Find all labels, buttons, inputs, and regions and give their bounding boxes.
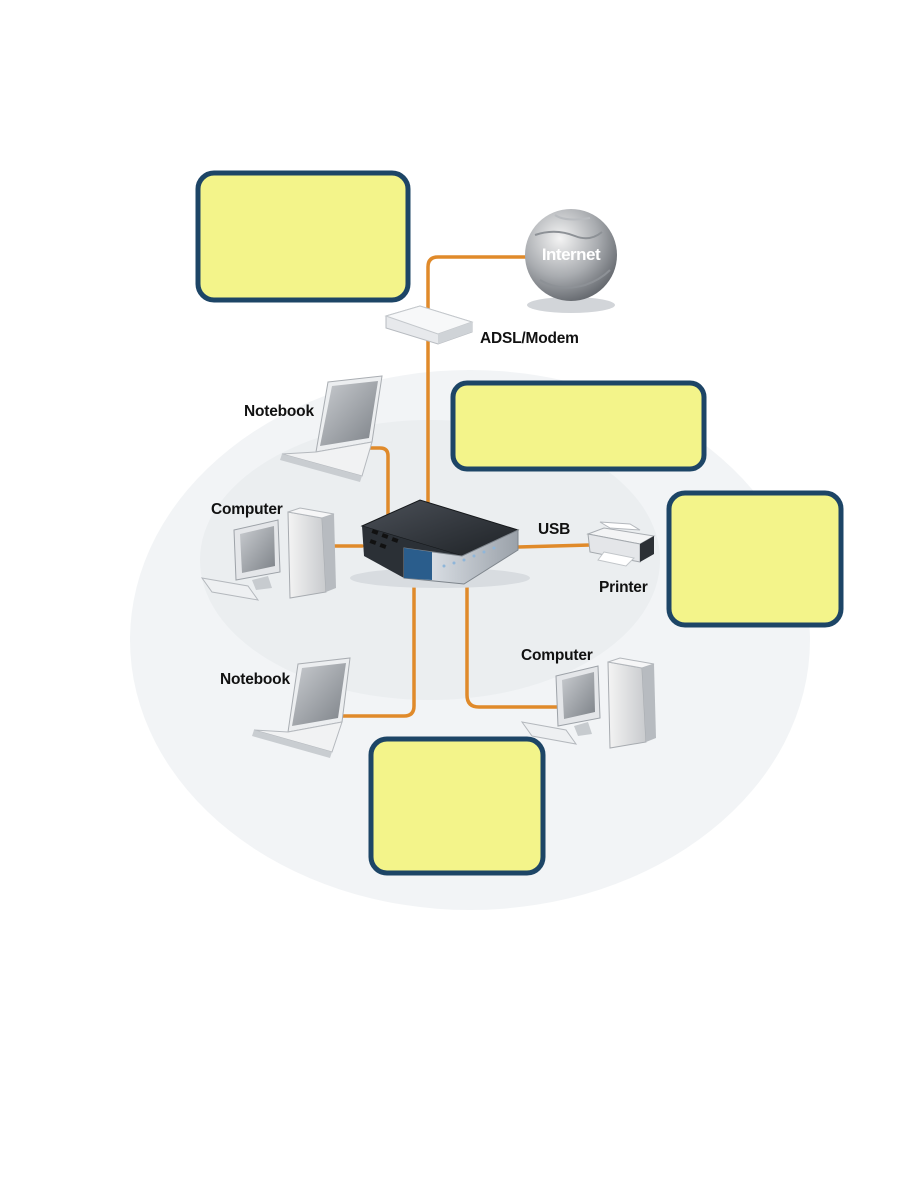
notebook-top-icon bbox=[280, 375, 383, 482]
computer-left-label: Computer bbox=[211, 501, 283, 518]
printer-icon bbox=[586, 521, 656, 567]
modem-label: ADSL/Modem bbox=[480, 330, 579, 347]
computer-bottom-icon bbox=[520, 657, 656, 749]
cable-usb-printer bbox=[516, 543, 592, 549]
internet-globe-icon: Internet bbox=[525, 209, 617, 313]
cable-notebook-top bbox=[368, 446, 390, 520]
callout-bottom bbox=[368, 736, 546, 876]
notebook-bottom-label: Notebook bbox=[220, 671, 290, 688]
callout-right bbox=[666, 490, 844, 628]
router-icon bbox=[350, 499, 530, 588]
internet-label: Internet bbox=[542, 245, 601, 264]
adsl-modem-icon bbox=[384, 305, 474, 345]
callout-middle bbox=[450, 380, 707, 472]
callout-top-left bbox=[195, 170, 411, 303]
computer-left-icon bbox=[200, 507, 336, 601]
computer-bottom-label: Computer bbox=[521, 647, 593, 664]
printer-label: Printer bbox=[599, 579, 648, 596]
cable-notebook-bottom bbox=[338, 586, 416, 718]
notebook-bottom-icon bbox=[252, 657, 351, 758]
cables bbox=[328, 255, 592, 718]
notebook-top-label: Notebook bbox=[244, 403, 314, 420]
cable-internet-modem bbox=[426, 255, 530, 327]
usb-label: USB bbox=[538, 521, 570, 538]
cable-computer-bottom bbox=[465, 583, 562, 709]
